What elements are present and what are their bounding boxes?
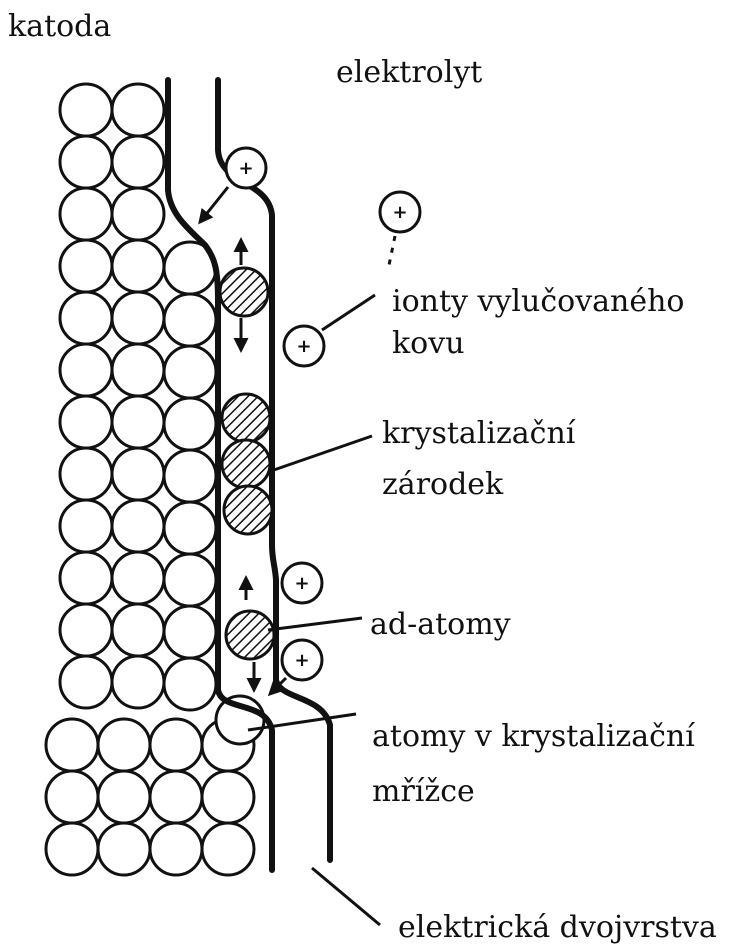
label-cathode: katoda [8,9,111,44]
lattice-atom [164,346,216,398]
lattice-atom [60,552,112,604]
ion-plus-sign: + [296,336,311,357]
lattice-atom [164,606,216,658]
lattice-atom [60,84,112,136]
lattice-atom [98,719,150,771]
lattice-atom [164,450,216,502]
adatom [222,440,270,488]
label-ions-line1: ionty vylučovaného [392,284,685,319]
double-layer-leader [312,868,380,925]
label-lattice-line2: mřížce [372,774,475,809]
lattice-atom [60,500,112,552]
ion-plus-sign: + [294,650,309,671]
lattice-atom [150,771,202,823]
adatom [226,611,274,659]
label-ions-line2: kovu [392,326,465,361]
metal-ion: + [380,192,420,232]
lattice-atom [60,136,112,188]
metal-ion: + [284,326,324,366]
lattice-atom [98,823,150,875]
ions-leader [322,295,375,330]
lattice-atom [112,136,164,188]
metal-ion: + [282,640,322,680]
lattice-atom [112,344,164,396]
lattice-atom [60,292,112,344]
lattice-atom [164,502,216,554]
lattice-atom [112,396,164,448]
lattice-atom [46,719,98,771]
lattice-atom [112,292,164,344]
label-lattice-line1: atomy v krystalizační [372,719,695,754]
lattice-atom [112,500,164,552]
lattice-atom [60,396,112,448]
lattice-atom [112,656,164,708]
lattice-atom [60,240,112,292]
lattice-atom [202,823,254,875]
label-electrolyte: elektrolyt [336,55,482,90]
lattice-atom [164,554,216,606]
lattice-atom [112,552,164,604]
ion-plus-sign: + [294,573,309,594]
lattice-atom [164,398,216,450]
lattice-atom [164,294,216,346]
lattice-atom [112,604,164,656]
lattice-atom [60,604,112,656]
lattice-atom [112,188,164,240]
lattice-atom [60,188,112,240]
lattice-atom [60,344,112,396]
label-nucleus-line1: krystalizační [382,416,576,451]
adatom [220,268,268,316]
lattice-atom [112,84,164,136]
lattice-atom [46,823,98,875]
lattice-atom [112,240,164,292]
label-adatoms: ad-atomy [370,607,511,642]
ion-plus-sign: + [238,158,253,179]
lattice-atom [60,656,112,708]
lattice-atom [112,448,164,500]
lattice-atom [202,771,254,823]
adatom [222,394,270,442]
ion-approach-arrow [200,187,228,222]
lattice-atom [150,823,202,875]
label-double-layer: elektrická dvojvrstva [398,910,717,945]
hatched-adatoms [220,268,274,659]
lattice-atom [60,448,112,500]
lattice-atom [150,719,202,771]
metal-ion: + [282,563,322,603]
ion-plus-sign: + [392,202,407,223]
lattice-atom [164,658,216,710]
dashed-ion-path [388,236,395,270]
metal-ion: + [226,148,266,188]
adatom [224,486,272,534]
adatoms-leader [268,618,362,630]
label-nucleus-line2: zárodek [382,467,504,502]
lattice-atom [98,771,150,823]
lattice-atom [46,771,98,823]
nucleus-leader [268,436,372,472]
